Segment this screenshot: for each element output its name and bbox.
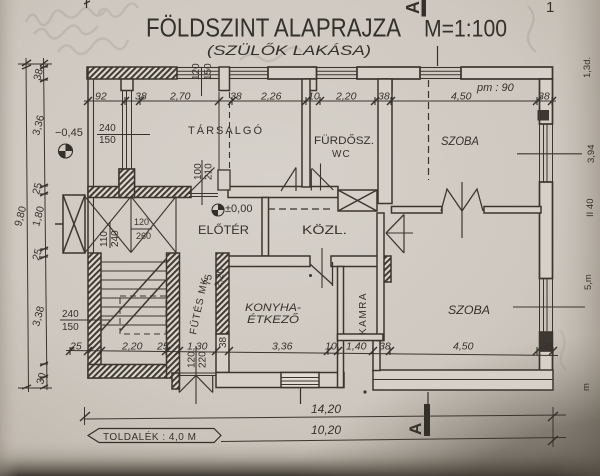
- svg-text:TOLDALÉK : 4,0 M: TOLDALÉK : 4,0 M: [103, 430, 196, 443]
- svg-text:25: 25: [69, 341, 82, 353]
- svg-text:5,m: 5,m: [583, 274, 594, 290]
- svg-text:9,80: 9,80: [12, 205, 29, 228]
- svg-text:2,20: 2,20: [213, 267, 227, 289]
- svg-text:M=1:100: M=1:100: [424, 16, 507, 43]
- svg-text:KONYHA-: KONYHA-: [245, 302, 301, 314]
- svg-text:25: 25: [30, 181, 45, 196]
- svg-text:75: 75: [202, 273, 215, 286]
- svg-text:30: 30: [34, 371, 49, 386]
- svg-text:120: 120: [187, 351, 198, 368]
- svg-text:3,36: 3,36: [272, 341, 293, 353]
- svg-text:−0,45: −0,45: [55, 127, 83, 139]
- svg-text:KÖZL.: KÖZL.: [302, 225, 347, 237]
- svg-text:38: 38: [379, 341, 391, 353]
- svg-text:A: A: [406, 423, 425, 435]
- svg-text:210: 210: [204, 163, 215, 180]
- svg-text:3,94: 3,94: [586, 145, 597, 164]
- svg-text:2,20: 2,20: [335, 91, 357, 103]
- svg-text:2,70: 2,70: [169, 91, 191, 103]
- svg-text:FÜRDŐSZ.: FÜRDŐSZ.: [314, 133, 374, 147]
- svg-text:150: 150: [203, 63, 214, 80]
- svg-text:2,26: 2,26: [260, 91, 282, 103]
- svg-text:SZOBA: SZOBA: [441, 136, 479, 148]
- svg-text:1,3d.: 1,3d.: [582, 57, 593, 78]
- svg-text:4,50: 4,50: [451, 91, 472, 103]
- svg-text:240: 240: [110, 230, 121, 247]
- svg-text:220: 220: [198, 351, 209, 368]
- svg-text:4,50: 4,50: [453, 341, 474, 353]
- svg-text:120: 120: [191, 63, 202, 80]
- svg-text:14,20: 14,20: [311, 402, 341, 416]
- svg-text:38: 38: [541, 341, 553, 353]
- svg-text:TÁRSALGÓ: TÁRSALGÓ: [188, 124, 262, 137]
- svg-text:150: 150: [62, 322, 79, 333]
- svg-text:92: 92: [95, 91, 107, 103]
- svg-text:38: 38: [135, 91, 147, 103]
- svg-text:240: 240: [99, 123, 116, 134]
- svg-text:(SZÜLŐK LAKÁSA): (SZÜLŐK LAKÁSA): [207, 41, 371, 58]
- svg-text:WC: WC: [332, 149, 351, 160]
- svg-text:260: 260: [136, 231, 151, 241]
- svg-text:10: 10: [325, 341, 337, 353]
- svg-text:2,20: 2,20: [121, 341, 143, 353]
- svg-text:110: 110: [99, 231, 110, 247]
- svg-text:m: m: [581, 383, 592, 391]
- svg-text:150: 150: [99, 135, 116, 146]
- svg-text:38: 38: [31, 67, 46, 82]
- svg-text:120: 120: [134, 217, 149, 227]
- svg-text:ELŐTÉR: ELŐTÉR: [198, 223, 249, 237]
- svg-text:10: 10: [308, 91, 320, 103]
- svg-text:±0,00: ±0,00: [225, 203, 252, 215]
- svg-text:3,38: 3,38: [30, 305, 47, 328]
- svg-text:10,20: 10,20: [311, 423, 341, 437]
- svg-text:25: 25: [30, 247, 45, 262]
- svg-text:FÖLDSZINT ALAPRAJZA: FÖLDSZINT ALAPRAJZA: [146, 13, 402, 43]
- svg-text:II 40: II 40: [585, 199, 596, 218]
- svg-text:SZOBA: SZOBA: [448, 305, 490, 317]
- svg-text:1,40: 1,40: [346, 341, 367, 353]
- svg-text:240: 240: [62, 309, 79, 320]
- svg-text:pm : 90: pm : 90: [476, 82, 515, 94]
- svg-text:25: 25: [156, 341, 169, 353]
- svg-text:ÉTKEZŐ: ÉTKEZŐ: [247, 312, 300, 326]
- svg-text:1,80: 1,80: [30, 205, 47, 228]
- svg-text:100: 100: [193, 163, 204, 180]
- svg-text:A: A: [403, 1, 423, 14]
- svg-text:38: 38: [538, 91, 550, 103]
- svg-text:KAMRA: KAMRA: [358, 292, 369, 335]
- svg-text:38: 38: [378, 91, 390, 103]
- svg-text:1: 1: [546, 0, 554, 16]
- svg-text:38: 38: [218, 336, 229, 348]
- svg-text:1,30: 1,30: [187, 341, 208, 353]
- svg-text:38: 38: [230, 91, 242, 103]
- svg-text:3,36: 3,36: [30, 114, 47, 137]
